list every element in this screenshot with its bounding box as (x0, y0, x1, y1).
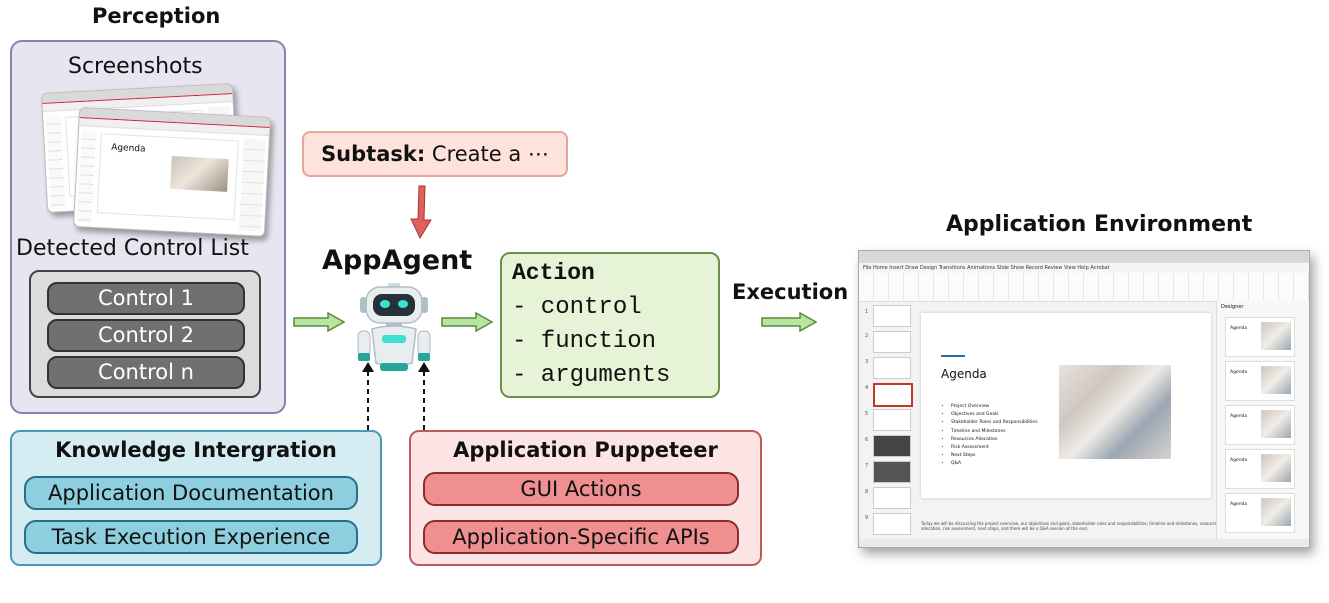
designer-label: Designer (1221, 304, 1244, 310)
design-card-title: Agenda (1230, 502, 1248, 507)
thumb-number: 8 (865, 489, 869, 495)
design-card-title: Agenda (1230, 326, 1248, 331)
bullet-item: Stakeholder Roles and Responsibilities (951, 419, 1038, 427)
bullet-item: Next Steps (951, 452, 1038, 460)
designer-pane: Designer Agenda Agenda Agenda Agenda Age… (1216, 301, 1309, 539)
thumb-number: 4 (865, 385, 869, 391)
arrow-subtask-to-agent (410, 185, 432, 240)
action-title: Action (512, 260, 595, 286)
arrow-puppeteer-to-agent (418, 362, 430, 430)
knowledge-integration-panel: Knowledge Intergration Application Docum… (10, 430, 382, 566)
puppeteer-item: GUI Actions (423, 472, 739, 506)
robot-icon (350, 283, 438, 373)
thumb-number: 5 (865, 411, 869, 417)
slide-bullet-list[interactable]: Project Overview Objectives and Goals St… (943, 403, 1038, 469)
slide-thumbnail[interactable] (873, 305, 911, 327)
knowledge-item: Application Documentation (24, 476, 358, 510)
action-box: Action - control - function - arguments (500, 252, 720, 398)
action-item: - arguments (512, 362, 671, 389)
action-item: - control (512, 294, 642, 321)
slide-canvas[interactable]: Agenda Project Overview Objectives and G… (921, 313, 1211, 498)
screenshot-slide-title: Agenda (110, 142, 146, 155)
slide-accent-line (941, 355, 965, 357)
knowledge-title: Knowledge Intergration (55, 438, 337, 462)
design-option[interactable]: Agenda (1225, 449, 1295, 489)
speaker-notes[interactable]: Today we will be discussing the project … (921, 521, 1220, 531)
ribbon-toolbar (859, 273, 1309, 302)
control-item: Control 2 (47, 319, 245, 352)
subtask-box: Subtask: Create a ⋯ (302, 131, 568, 177)
puppeteer-item: Application-Specific APIs (423, 520, 739, 554)
detected-control-list-label: Detected Control List (16, 236, 249, 261)
slide-thumbnail[interactable] (873, 331, 911, 353)
bullet-item: Objectives and Goals (951, 411, 1038, 419)
arrow-agent-to-action (441, 311, 494, 333)
design-card-title: Agenda (1230, 414, 1248, 419)
knowledge-item: Task Execution Experience (24, 520, 358, 554)
bullet-item: Q&A (951, 460, 1038, 468)
bullet-item: Risk Assessment (951, 444, 1038, 452)
subtask-text: Create a ⋯ (425, 142, 549, 166)
control-item: Control 1 (47, 282, 245, 315)
design-card-title: Agenda (1230, 370, 1248, 375)
design-option[interactable]: Agenda (1225, 405, 1295, 445)
bullet-item: Timeline and Milestones (951, 428, 1038, 436)
design-option[interactable]: Agenda (1225, 361, 1295, 401)
design-option[interactable]: Agenda (1225, 493, 1295, 533)
window-titlebar (859, 251, 1309, 263)
design-card-title: Agenda (1230, 458, 1248, 463)
appagent-title: AppAgent (322, 245, 473, 276)
slide-thumbnail[interactable] (873, 357, 911, 379)
slide-thumbnail[interactable] (873, 461, 911, 483)
design-option[interactable]: Agenda (1225, 317, 1295, 357)
thumb-number: 9 (865, 515, 869, 521)
subtask-prefix: Subtask: (321, 142, 426, 166)
screenshot-front: Agenda (72, 107, 272, 237)
arrow-knowledge-to-agent (362, 362, 374, 430)
menu-bar: File Home Insert Draw Design Transitions… (859, 263, 1309, 273)
thumb-number: 3 (865, 359, 869, 365)
bullet-item: Resources Allocation (951, 436, 1038, 444)
action-item: - function (512, 328, 657, 355)
status-bar (859, 539, 1309, 547)
execution-label: Execution (732, 280, 849, 304)
slide-title[interactable]: Agenda (941, 367, 987, 381)
slide-thumbnail[interactable] (873, 487, 911, 509)
thumb-number: 7 (865, 463, 869, 469)
arrow-perception-to-agent (293, 311, 346, 333)
thumb-number: 1 (865, 309, 869, 315)
application-window: File Home Insert Draw Design Transitions… (858, 250, 1310, 548)
puppeteer-title: Application Puppeteer (453, 438, 718, 462)
perception-title: Perception (92, 4, 221, 28)
bullet-item: Project Overview (951, 403, 1038, 411)
slide-thumbnails: 1 2 3 4 5 6 7 8 9 (865, 305, 913, 535)
slide-photo[interactable] (1059, 365, 1171, 459)
thumb-number: 6 (865, 437, 869, 443)
slide-thumbnail[interactable] (873, 409, 911, 431)
arrow-execution (761, 311, 818, 333)
slide-thumbnail-selected[interactable] (873, 383, 913, 407)
slide-thumbnail[interactable] (873, 435, 911, 457)
slide-thumbnail[interactable] (873, 513, 911, 535)
application-environment-title: Application Environment (946, 212, 1253, 237)
control-list: Control 1 Control 2 Control n (29, 270, 261, 398)
thumb-number: 2 (865, 333, 869, 339)
control-item: Control n (47, 356, 245, 389)
application-puppeteer-panel: Application Puppeteer GUI Actions Applic… (409, 430, 762, 566)
screenshots-label: Screenshots (68, 54, 203, 79)
